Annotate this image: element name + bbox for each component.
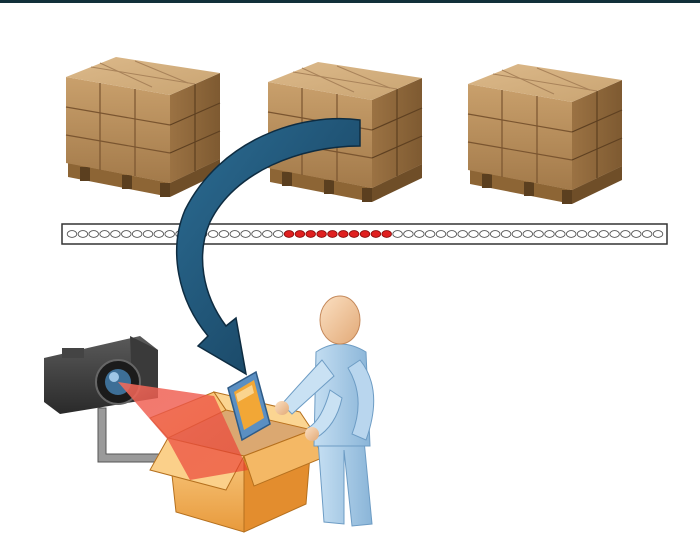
light-slot-lit [381, 230, 392, 238]
light-slot [414, 230, 425, 238]
light-slot [240, 230, 251, 238]
pick-light-strip [61, 223, 668, 245]
light-slot [435, 230, 447, 238]
scan-beam [118, 382, 248, 480]
light-slot-lit [294, 230, 306, 238]
light-slot-lit [283, 230, 295, 238]
light-slot [66, 230, 78, 238]
light-slot [229, 230, 241, 238]
light-slot [218, 230, 230, 238]
top-bar [0, 0, 700, 3]
light-slot [479, 230, 490, 238]
light-slot [468, 230, 479, 238]
light-slot [533, 230, 544, 238]
light-slot [424, 230, 436, 238]
light-slot [77, 230, 89, 238]
light-slot-lit [305, 230, 316, 238]
light-slot [500, 230, 512, 238]
light-slot [142, 230, 154, 238]
light-slot [652, 230, 664, 238]
light-slot [110, 230, 121, 238]
light-slot [587, 230, 599, 238]
light-slot-lit [370, 230, 382, 238]
light-slot [446, 230, 458, 238]
light-slot [511, 230, 523, 238]
light-slot-lit [359, 230, 371, 238]
light-slot [620, 230, 631, 238]
light-slots [66, 230, 664, 238]
light-slot [207, 230, 219, 238]
light-slot [489, 230, 501, 238]
light-slot [641, 230, 653, 238]
light-slot [272, 230, 284, 238]
light-slot [262, 230, 273, 238]
light-slot [555, 230, 566, 238]
light-slot [609, 230, 620, 238]
worker-figure-icon [275, 295, 375, 527]
light-slot-lit [316, 230, 327, 238]
light-slot [598, 230, 609, 238]
light-slot [99, 230, 110, 238]
light-slot-lit [327, 230, 338, 238]
light-slot [544, 230, 555, 238]
light-slot [565, 230, 577, 238]
light-slot [631, 230, 642, 238]
light-slot [131, 230, 143, 238]
light-slot-lit [348, 230, 360, 238]
light-slot-lit [338, 230, 349, 238]
light-slot [121, 230, 132, 238]
light-slot [153, 230, 165, 238]
pick-arrow [175, 117, 361, 376]
pallet-3 [467, 63, 623, 205]
light-slot [164, 230, 175, 238]
light-slot [576, 230, 588, 238]
light-slot [251, 230, 262, 238]
light-slot [88, 230, 99, 238]
light-slot [457, 230, 468, 238]
pallet-1 [65, 56, 221, 198]
light-slot [392, 230, 403, 238]
light-slot [522, 230, 534, 238]
handheld-scanner-icon [227, 370, 271, 442]
light-slot [403, 230, 414, 238]
